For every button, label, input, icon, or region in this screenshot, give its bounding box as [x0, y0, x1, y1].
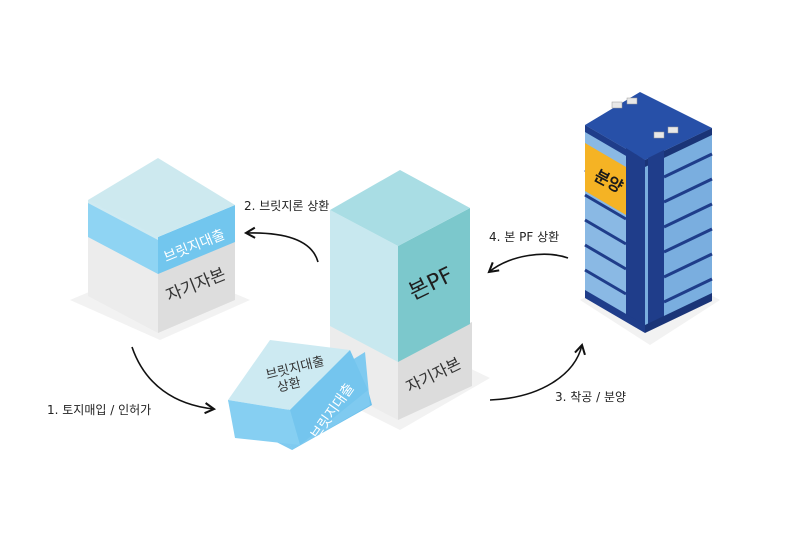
center-pf-top [330, 170, 470, 246]
left-stack: 브릿지대출 자기자본 [88, 158, 235, 333]
tilted-block-left [228, 400, 300, 445]
left-bridge-front [88, 200, 158, 274]
center-stack: 본PF 자기자본 [330, 170, 472, 420]
arrow-step3 [489, 342, 586, 401]
rooftop-units [611, 97, 679, 139]
tilted-block-right [290, 350, 368, 445]
building-floor-bands-right [663, 152, 713, 304]
building-sign [585, 143, 626, 215]
left-top-cap-front [88, 200, 158, 240]
step3-label: 3. 착공 / 분양 [555, 390, 626, 404]
left-bridge-side [158, 205, 235, 274]
left-equity-front [88, 233, 158, 333]
arrow-step2 [243, 226, 319, 263]
step4-label: 4. 본 PF 상환 [489, 230, 559, 244]
tilted-top-label-line2: 상환 [276, 375, 303, 395]
center-equity-side [398, 322, 472, 420]
left-top-face [88, 158, 235, 237]
building-spine [648, 150, 664, 330]
center-pf-side [398, 208, 470, 362]
flow-arrows [131, 226, 586, 415]
step2-label: 2. 브릿지론 상환 [244, 199, 329, 213]
building: 분양 [584, 92, 713, 333]
building-left-column [626, 148, 645, 330]
building-base-left [585, 290, 645, 333]
tilted-bridge-block: 브릿지대출 상환 브릿지대출 [228, 340, 372, 450]
building-base-right [645, 293, 712, 333]
left-equity-side [158, 238, 235, 333]
center-pf-front [330, 210, 398, 362]
tilted-block-top [228, 340, 350, 410]
building-roof [585, 92, 712, 160]
step1-label: 1. 토지매입 / 인허가 [47, 403, 151, 417]
arrow-step4 [487, 253, 569, 274]
arrow-step1 [131, 346, 217, 415]
